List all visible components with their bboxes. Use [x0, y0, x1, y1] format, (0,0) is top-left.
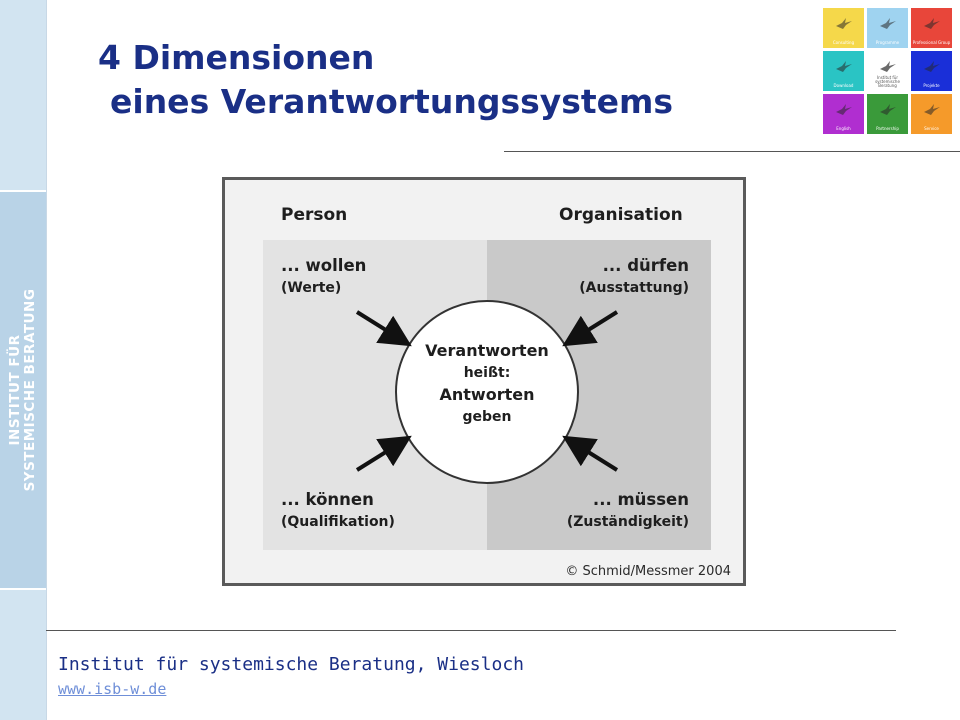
copyright-note: © Schmid/Messmer 2004	[565, 564, 731, 579]
responsibility-diagram: Person Organisation ... wollen (Werte) .…	[222, 177, 746, 586]
logo-tile[interactable]: Service	[911, 94, 952, 134]
center-statement: Verantworten heißt: Antworten geben	[395, 340, 579, 428]
zustaendigkeit-label: (Zuständigkeit)	[566, 514, 689, 530]
duerfen-label: ... dürfen	[602, 256, 689, 275]
logo-tile[interactable]: Projekte	[911, 51, 952, 91]
logo-tile-label: Download	[833, 83, 854, 88]
center-line-2: heißt:	[463, 365, 511, 381]
sidebar-divider	[0, 588, 46, 590]
sidebar-highlight	[0, 192, 46, 588]
logo-tile-label: Consulting	[832, 40, 855, 45]
muessen-label: ... müssen	[592, 490, 689, 509]
bird-icon	[880, 61, 896, 72]
logo-tile-label: Service	[924, 126, 939, 131]
ausstattung-label: (Ausstattung)	[579, 280, 689, 296]
logo-tile[interactable]: Consulting	[823, 8, 864, 48]
sidebar-line-1: INSTITUT FÜR	[7, 334, 23, 446]
sidebar-divider	[0, 190, 46, 192]
logo-tile[interactable]: English	[823, 94, 864, 134]
bird-icon	[924, 61, 940, 72]
title-line-2: eines Verantwortungssystems	[110, 82, 674, 121]
logo-tile-label: English	[836, 126, 851, 131]
werte-label: (Werte)	[281, 280, 342, 296]
logo-tile-label: Projekte	[923, 83, 940, 88]
logo-tile-label: Programme	[875, 40, 900, 45]
person-heading: Person	[281, 205, 348, 225]
center-line-3: Antworten	[439, 385, 535, 404]
logo-tile-label: Partnership	[876, 126, 899, 131]
logo-tile[interactable]: Institut für systemische Beratung	[867, 51, 908, 91]
footer-website-link[interactable]: www.isb-w.de	[58, 680, 167, 698]
center-circle	[395, 300, 579, 484]
organisation-heading: Organisation	[559, 205, 683, 225]
footer-divider	[46, 630, 896, 631]
bird-icon	[924, 104, 940, 115]
wollen-label: ... wollen	[281, 256, 367, 275]
center-line-4: geben	[462, 409, 512, 425]
arrows-layer	[355, 310, 619, 472]
qualifikation-label: (Qualifikation)	[281, 514, 395, 530]
logo-tile[interactable]: Programme	[867, 8, 908, 48]
arrow-bottom-right	[562, 435, 619, 472]
logo-tile-label: Institut für systemische Beratung	[875, 75, 900, 88]
logo-tile[interactable]: Partnership	[867, 94, 908, 134]
arrow-bottom-left	[355, 435, 412, 472]
bird-icon	[836, 61, 852, 72]
sidebar-institute-label: INSTITUT FÜR SYSTEMISCHE BERATUNG	[7, 288, 38, 492]
logo-tile[interactable]: Download	[823, 51, 864, 91]
page-title: 4 Dimensionen eines Verantwortungssystem…	[98, 36, 673, 124]
arrow-top-left	[355, 310, 412, 347]
bird-icon	[880, 18, 896, 29]
bird-icon	[880, 104, 896, 115]
title-line-1: 4 Dimensionen	[98, 38, 375, 77]
bird-icon	[836, 18, 852, 29]
logo-tile-label: Professional Group	[912, 40, 951, 45]
bird-icon	[924, 18, 940, 29]
center-line-1: Verantworten	[425, 341, 549, 360]
bird-icon	[836, 104, 852, 115]
footer-institute-name: Institut für systemische Beratung, Wiesl…	[58, 654, 524, 675]
title-divider	[504, 151, 960, 152]
sidebar-line-2: SYSTEMISCHE BERATUNG	[22, 288, 38, 492]
arrow-top-right	[562, 310, 619, 347]
koennen-label: ... können	[281, 490, 374, 509]
left-sidebar-band: INSTITUT FÜR SYSTEMISCHE BERATUNG	[0, 0, 47, 720]
logo-tile[interactable]: Professional Group	[911, 8, 952, 48]
